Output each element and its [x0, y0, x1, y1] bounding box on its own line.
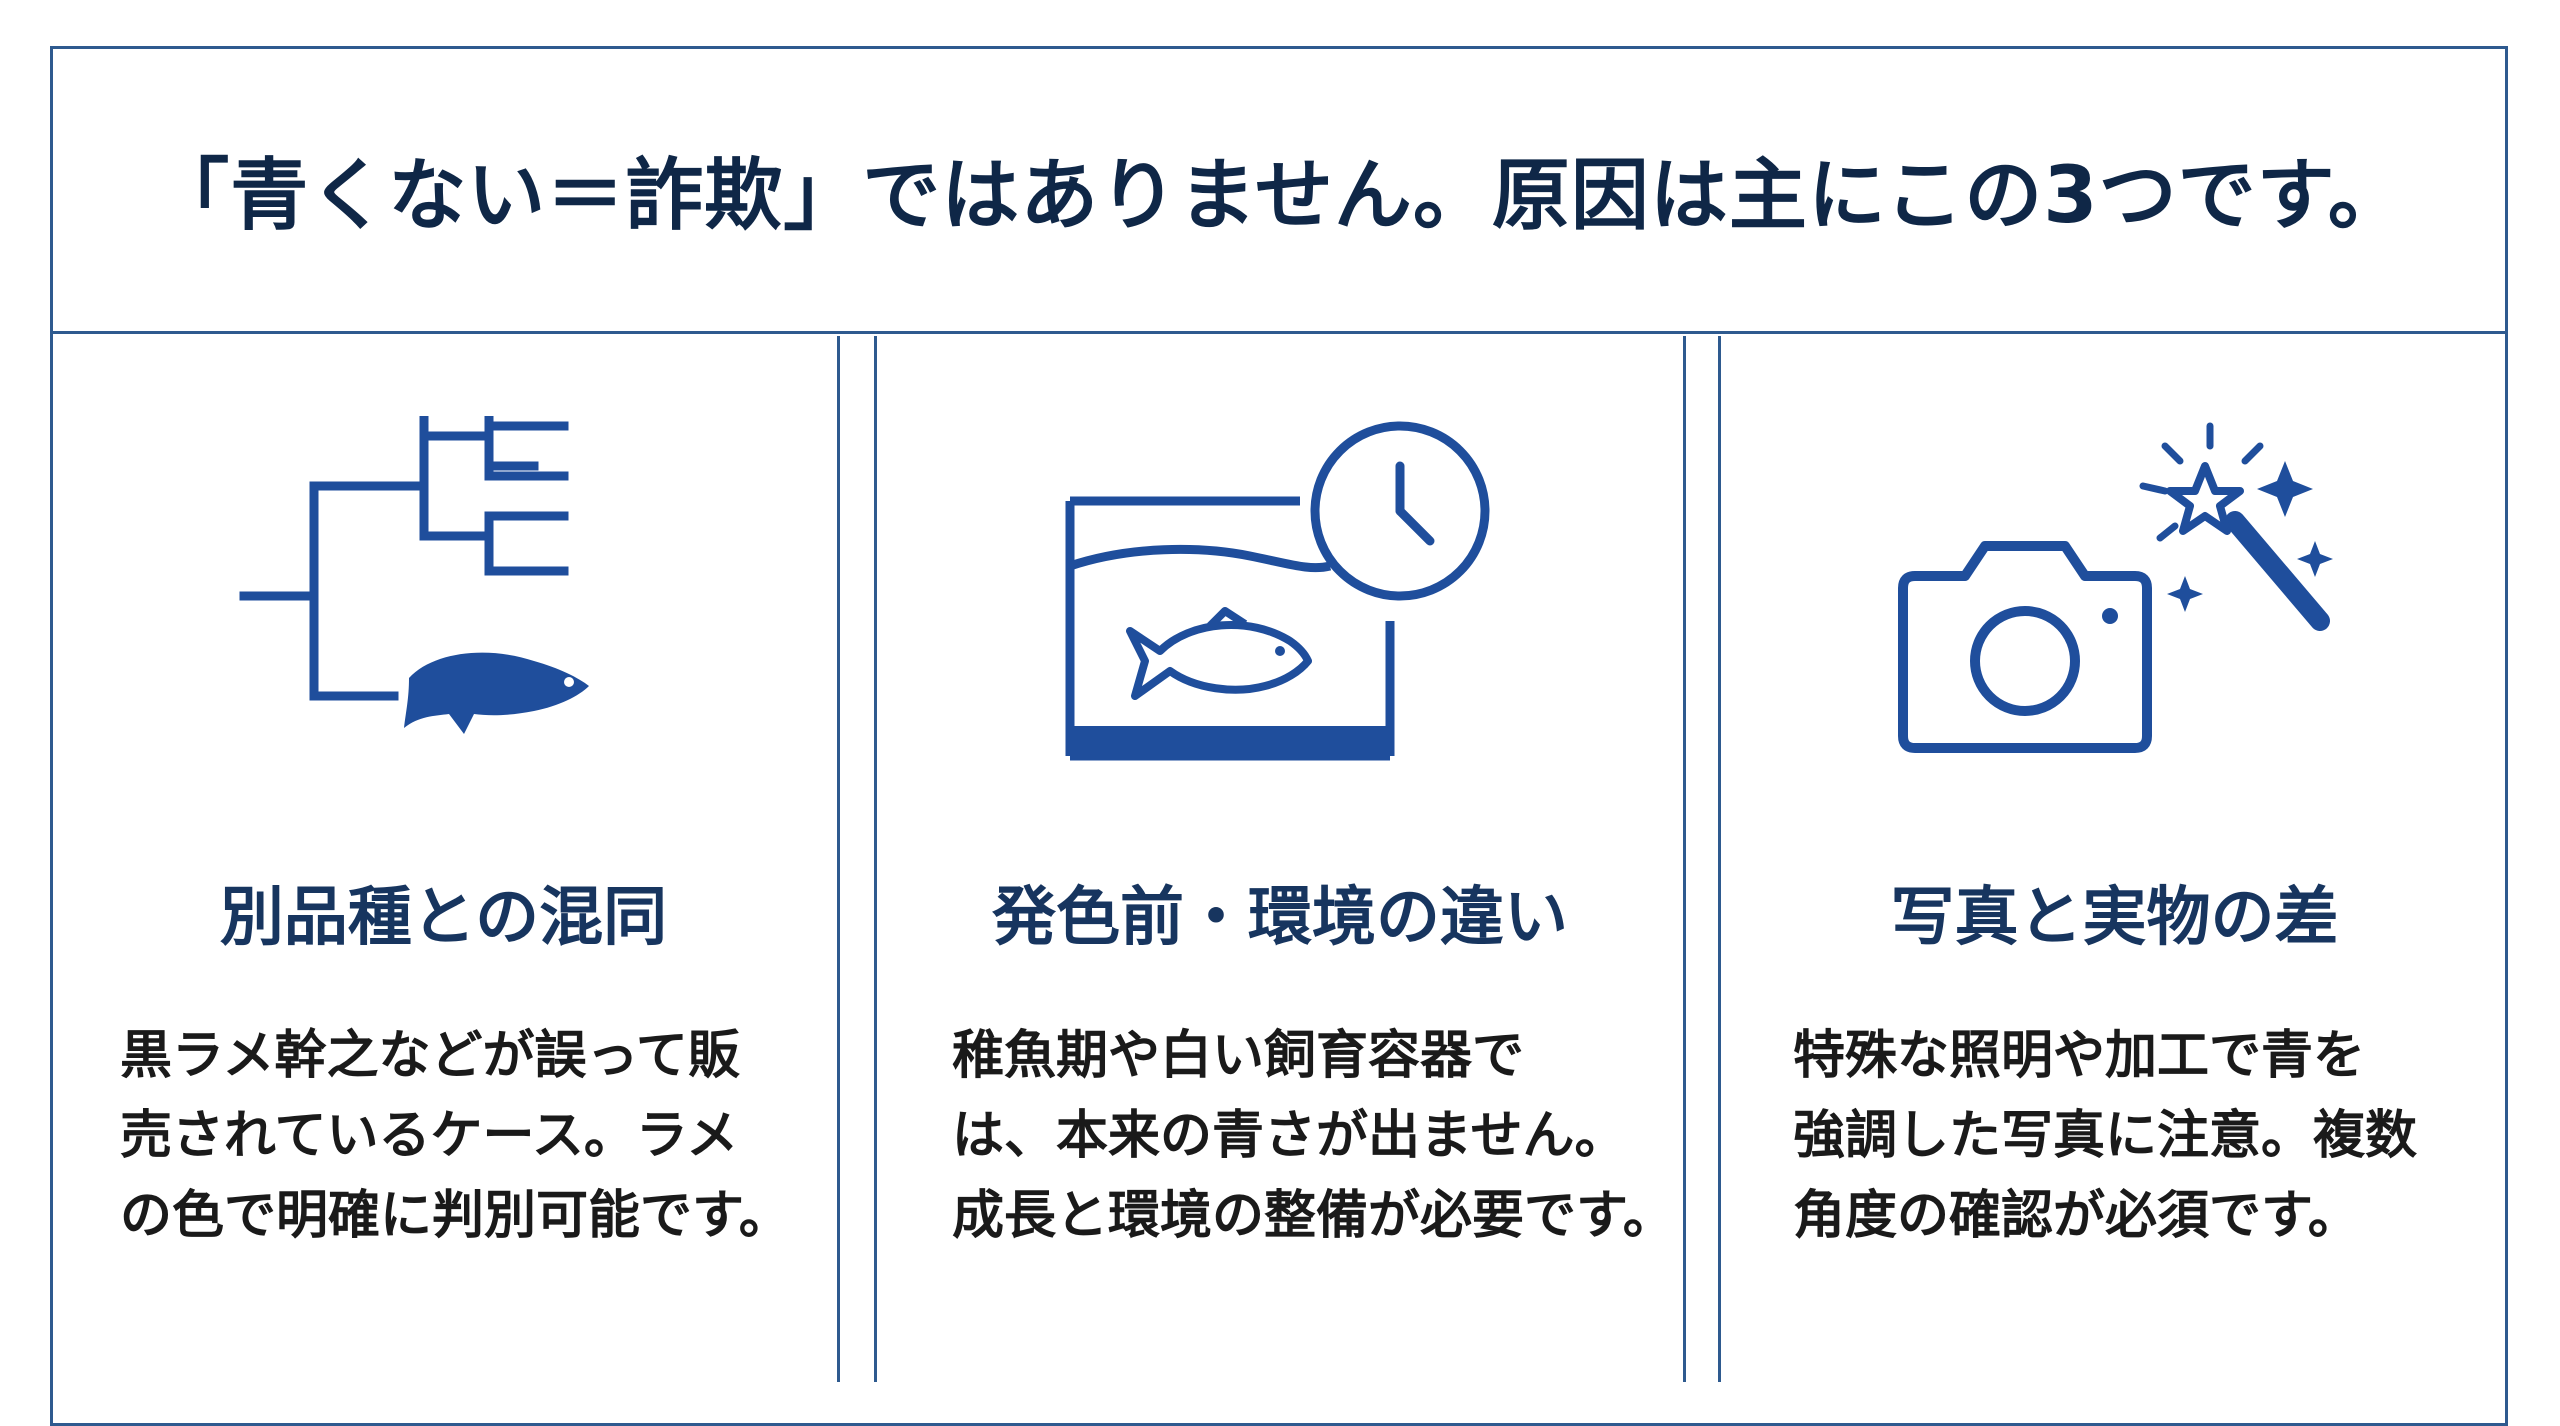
panel-body-line: 成長と環境の整備が必要です。 [952, 1186, 1675, 1246]
panel-title: 発色前・環境の違い [992, 881, 1568, 955]
panel-body-line: 稚魚期や白い飼育容器で [952, 1026, 1525, 1086]
panel-body-line: 強調した写真に注意。複数 [1793, 1106, 2418, 1166]
panel-body-line: 角度の確認が必須です。 [1793, 1186, 2360, 1246]
panel-photo-difference: 写真と実物の差 特殊な照明や加工で青を 強調した写真に注意。複数 角度の確認が必… [1718, 336, 2508, 1382]
header: 「青くない＝詐欺」ではありません。原因は主にこの3つです。 [50, 46, 2508, 334]
panel-body-line: 特殊な照明や加工で青を [1793, 1026, 2366, 1086]
panel-body-line: 黒ラメ幹之などが誤って販 [120, 1026, 740, 1086]
panel-environment: 発色前・環境の違い 稚魚期や白い飼育容器で は、本来の青さが出ません。 成長と環… [874, 336, 1686, 1382]
panel-mixed-breed: 別品種との混同 黒ラメ幹之などが誤って販 売されているケース。ラメ の色で明確に… [50, 336, 840, 1382]
panel-body: 黒ラメ幹之などが誤って販 売されているケース。ラメ の色で明確に判別可能です。 [120, 1016, 807, 1256]
panel-title: 写真と実物の差 [1890, 881, 2339, 955]
family-tree-fish-icon [50, 396, 837, 796]
camera-magic-wand-icon [1721, 396, 2508, 796]
panel-title: 別品種との混同 [219, 881, 668, 955]
panel-body-line: の色で明確に判別可能です。 [120, 1186, 791, 1246]
panel-body: 稚魚期や白い飼育容器で は、本来の青さが出ません。 成長と環境の整備が必要です。 [952, 1016, 1675, 1256]
panel-body-line: 売されているケース。ラメ [120, 1106, 739, 1166]
headline: 「青くない＝詐欺」ではありません。原因は主にこの3つです。 [151, 150, 2407, 241]
panel-body-line: は、本来の青さが出ません。 [952, 1106, 1627, 1166]
aquarium-clock-icon [877, 396, 1683, 796]
panel-body: 特殊な照明や加工で青を 強調した写真に注意。複数 角度の確認が必須です。 [1793, 1016, 2480, 1256]
